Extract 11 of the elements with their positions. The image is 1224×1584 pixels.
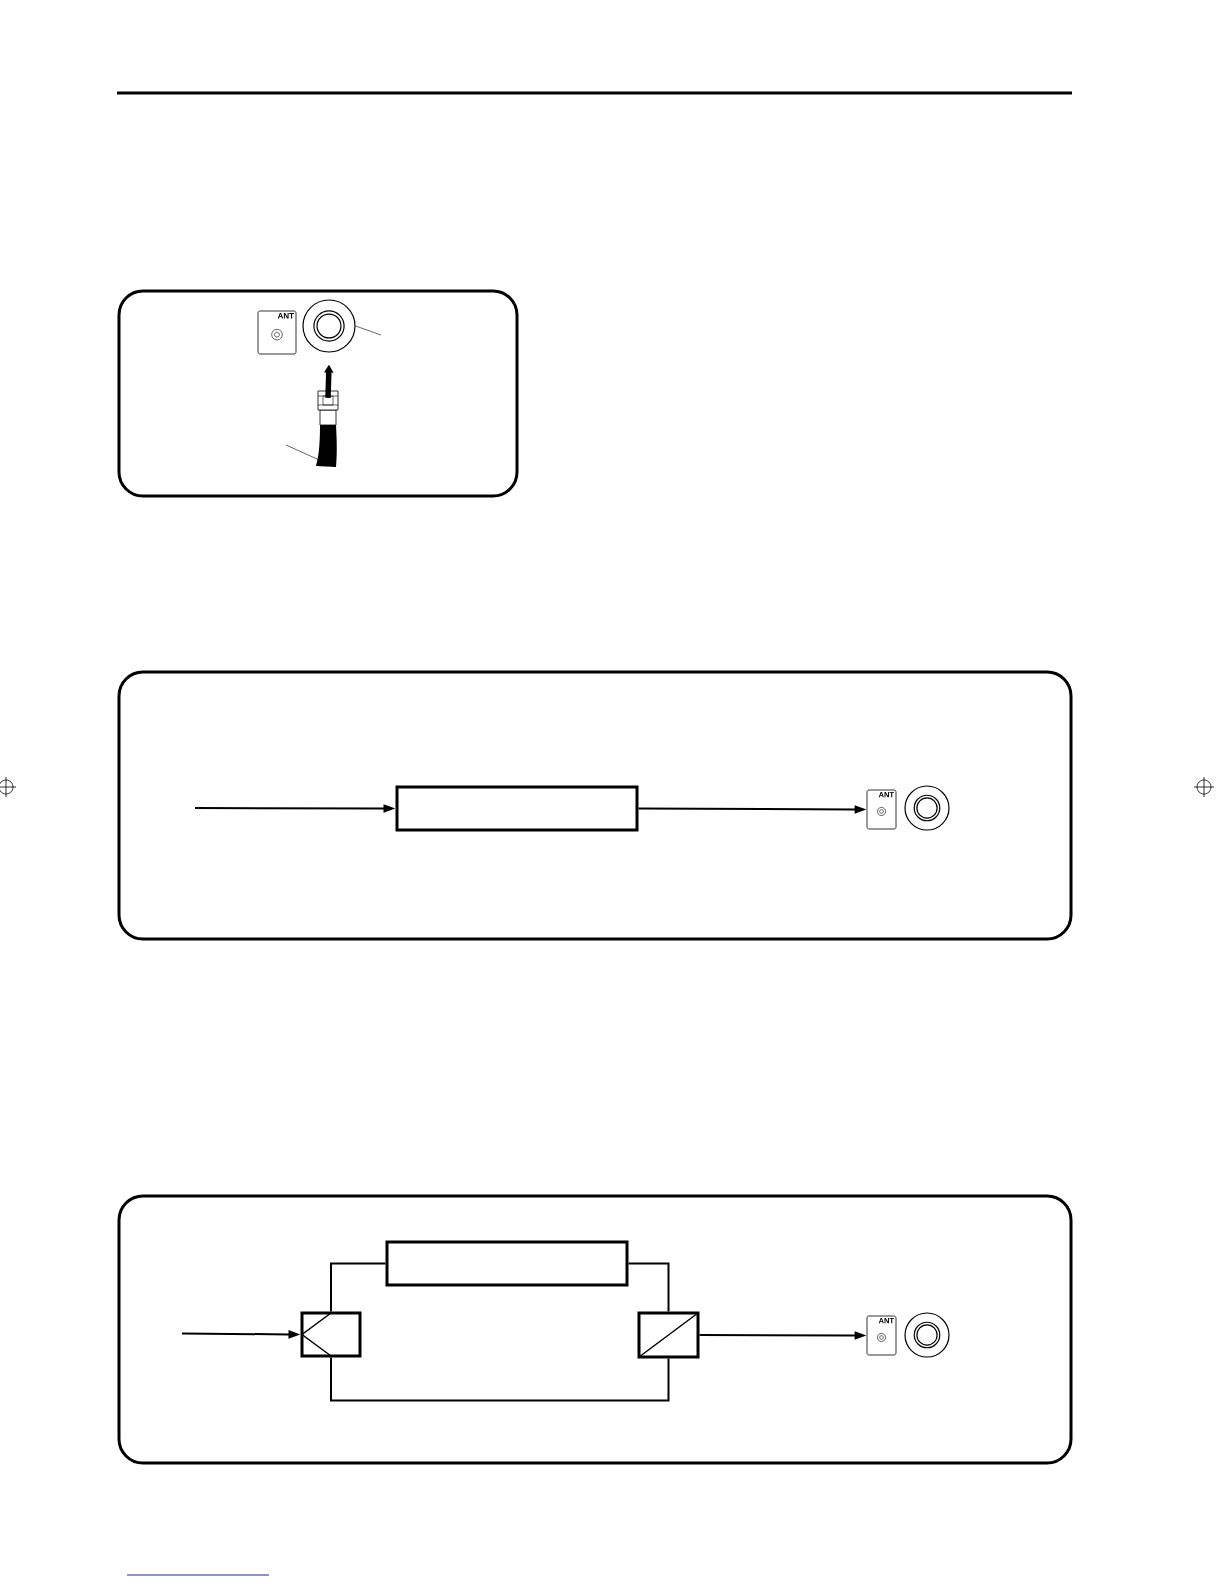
combiner-box — [637, 1311, 700, 1359]
jack-socket — [904, 785, 950, 831]
leader-line — [355, 325, 382, 336]
device-box — [395, 785, 639, 832]
leader-line — [285, 444, 321, 461]
device-box — [385, 1240, 629, 1287]
jack-socket — [904, 1312, 950, 1358]
antenna-terminal: ANT — [257, 310, 297, 355]
splitter-box — [300, 1311, 362, 1358]
jack-socket — [302, 299, 356, 353]
cable-drawing — [316, 390, 339, 467]
